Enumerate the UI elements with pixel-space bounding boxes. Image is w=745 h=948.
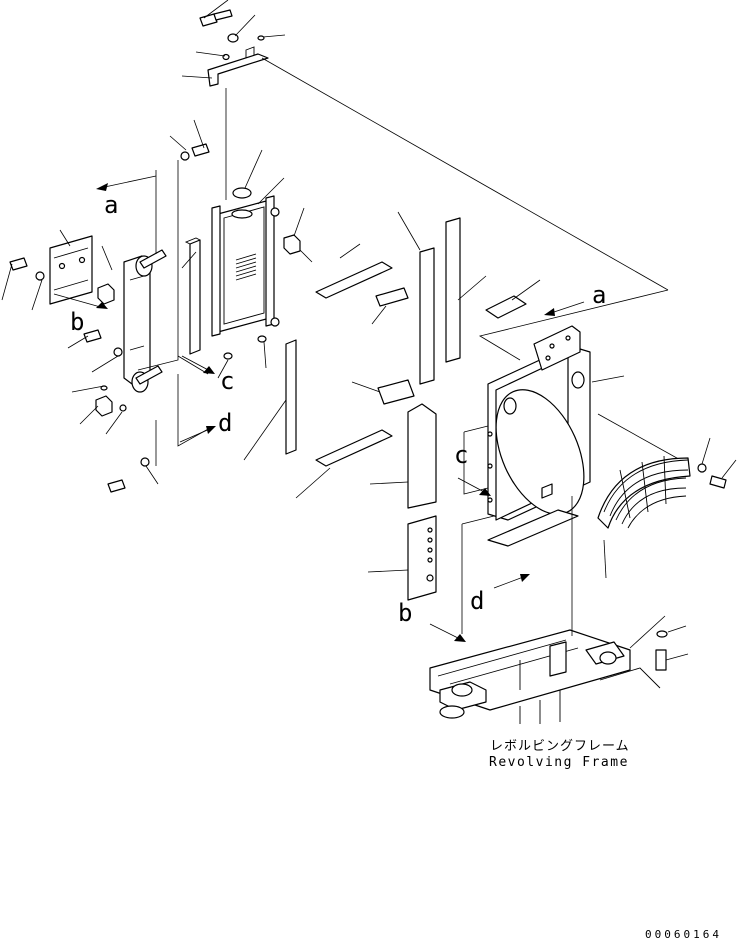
oil-cooler-assembly [1,119,211,493]
callout-arrows [53,175,585,642]
revolving-frame [429,496,689,724]
callout-c-left: c [220,367,234,395]
callout-d-left: d [218,409,232,437]
seal-strips [181,211,541,601]
callout-b-left: b [70,308,84,336]
callout-d-right: d [470,587,484,615]
top-bracket-assembly [181,0,669,291]
callout-c-right: c [454,441,468,469]
callout-a-right: a [592,281,606,309]
drawing-number: 00060164 [645,928,722,941]
revolving-frame-label-jp: レボルビングフレーム [490,739,630,754]
fan-shroud [461,289,685,634]
fan-guard [597,437,737,579]
callout-a-left: a [104,191,118,219]
revolving-frame-label-en: Revolving Frame [489,755,629,770]
radiator-core [211,149,313,379]
callout-b-right: b [398,599,412,627]
